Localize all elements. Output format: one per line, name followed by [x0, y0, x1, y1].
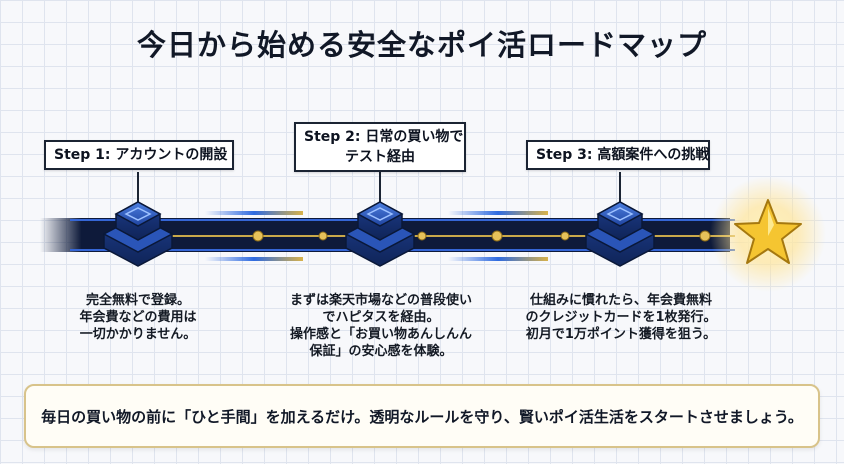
step-2-label-line-2: テスト経由	[345, 149, 415, 165]
step-3-label-line: Step 3: 高額案件への挑戦	[536, 147, 710, 163]
step-3-desc-line-3: 初月で1万ポイント獲得を狙う。	[525, 327, 717, 342]
step-3-label: Step 3: 高額案件への挑戦	[526, 140, 710, 170]
step-2-description: まずは楽天市場などの普段使い でハピタスを経由。 操作感と「お買い物あんしんん …	[278, 292, 484, 360]
speed-stripes-right	[448, 211, 548, 261]
step-1-desc-line-2: 年会費などの費用は	[79, 310, 197, 325]
step-1-description: 完全無料で登録。 年会費などの費用は 一切かかりません。	[58, 292, 218, 343]
step-3-node	[584, 201, 656, 267]
step-1-label: Step 1: アカウントの開設	[44, 140, 234, 170]
label-connectors	[137, 172, 621, 204]
step-2-desc-line-1: まずは楽天市場などの普段使い	[289, 293, 472, 308]
step-2-desc-line-4: 保証」の安心感を体験。	[309, 344, 453, 359]
step-1-node	[102, 201, 174, 267]
step-2-label: Step 2: 日常の買い物で テスト経由	[294, 122, 466, 172]
step-1-label-line: Step 1: アカウントの開設	[54, 147, 228, 163]
step-2-node	[344, 201, 416, 267]
step-1-desc-line-1: 完全無料で登録。	[85, 293, 190, 308]
step-1-desc-line-3: 一切かかりません。	[79, 327, 197, 342]
footer-callout: 毎日の買い物の前に「ひと手間」を加えるだけ。透明なルールを守り、賢いポイ活生活を…	[24, 384, 820, 448]
step-3-desc-line-2: のクレジットカードを1枚発行。	[525, 310, 717, 325]
page-title: 今日から始める安全なポイ活ロードマップ	[136, 28, 707, 62]
step-3-desc-line-1: 仕組みに慣れたら、年会費無料	[529, 293, 712, 308]
step-2-desc-line-2: でハピタスを経由。	[322, 310, 440, 325]
step-2-desc-line-3: 操作感と「お買い物あんしんん	[289, 327, 472, 342]
footer-text: 毎日の買い物の前に「ひと手間」を加えるだけ。透明なルールを守り、賢いポイ活生活を…	[41, 407, 803, 426]
step-3-description: 仕組みに慣れたら、年会費無料 のクレジットカードを1枚発行。 初月で1万ポイント…	[514, 292, 728, 343]
star-icon	[734, 199, 802, 264]
step-2-label-line-1: Step 2: 日常の買い物で	[304, 129, 464, 145]
speed-stripes-left	[205, 211, 303, 261]
